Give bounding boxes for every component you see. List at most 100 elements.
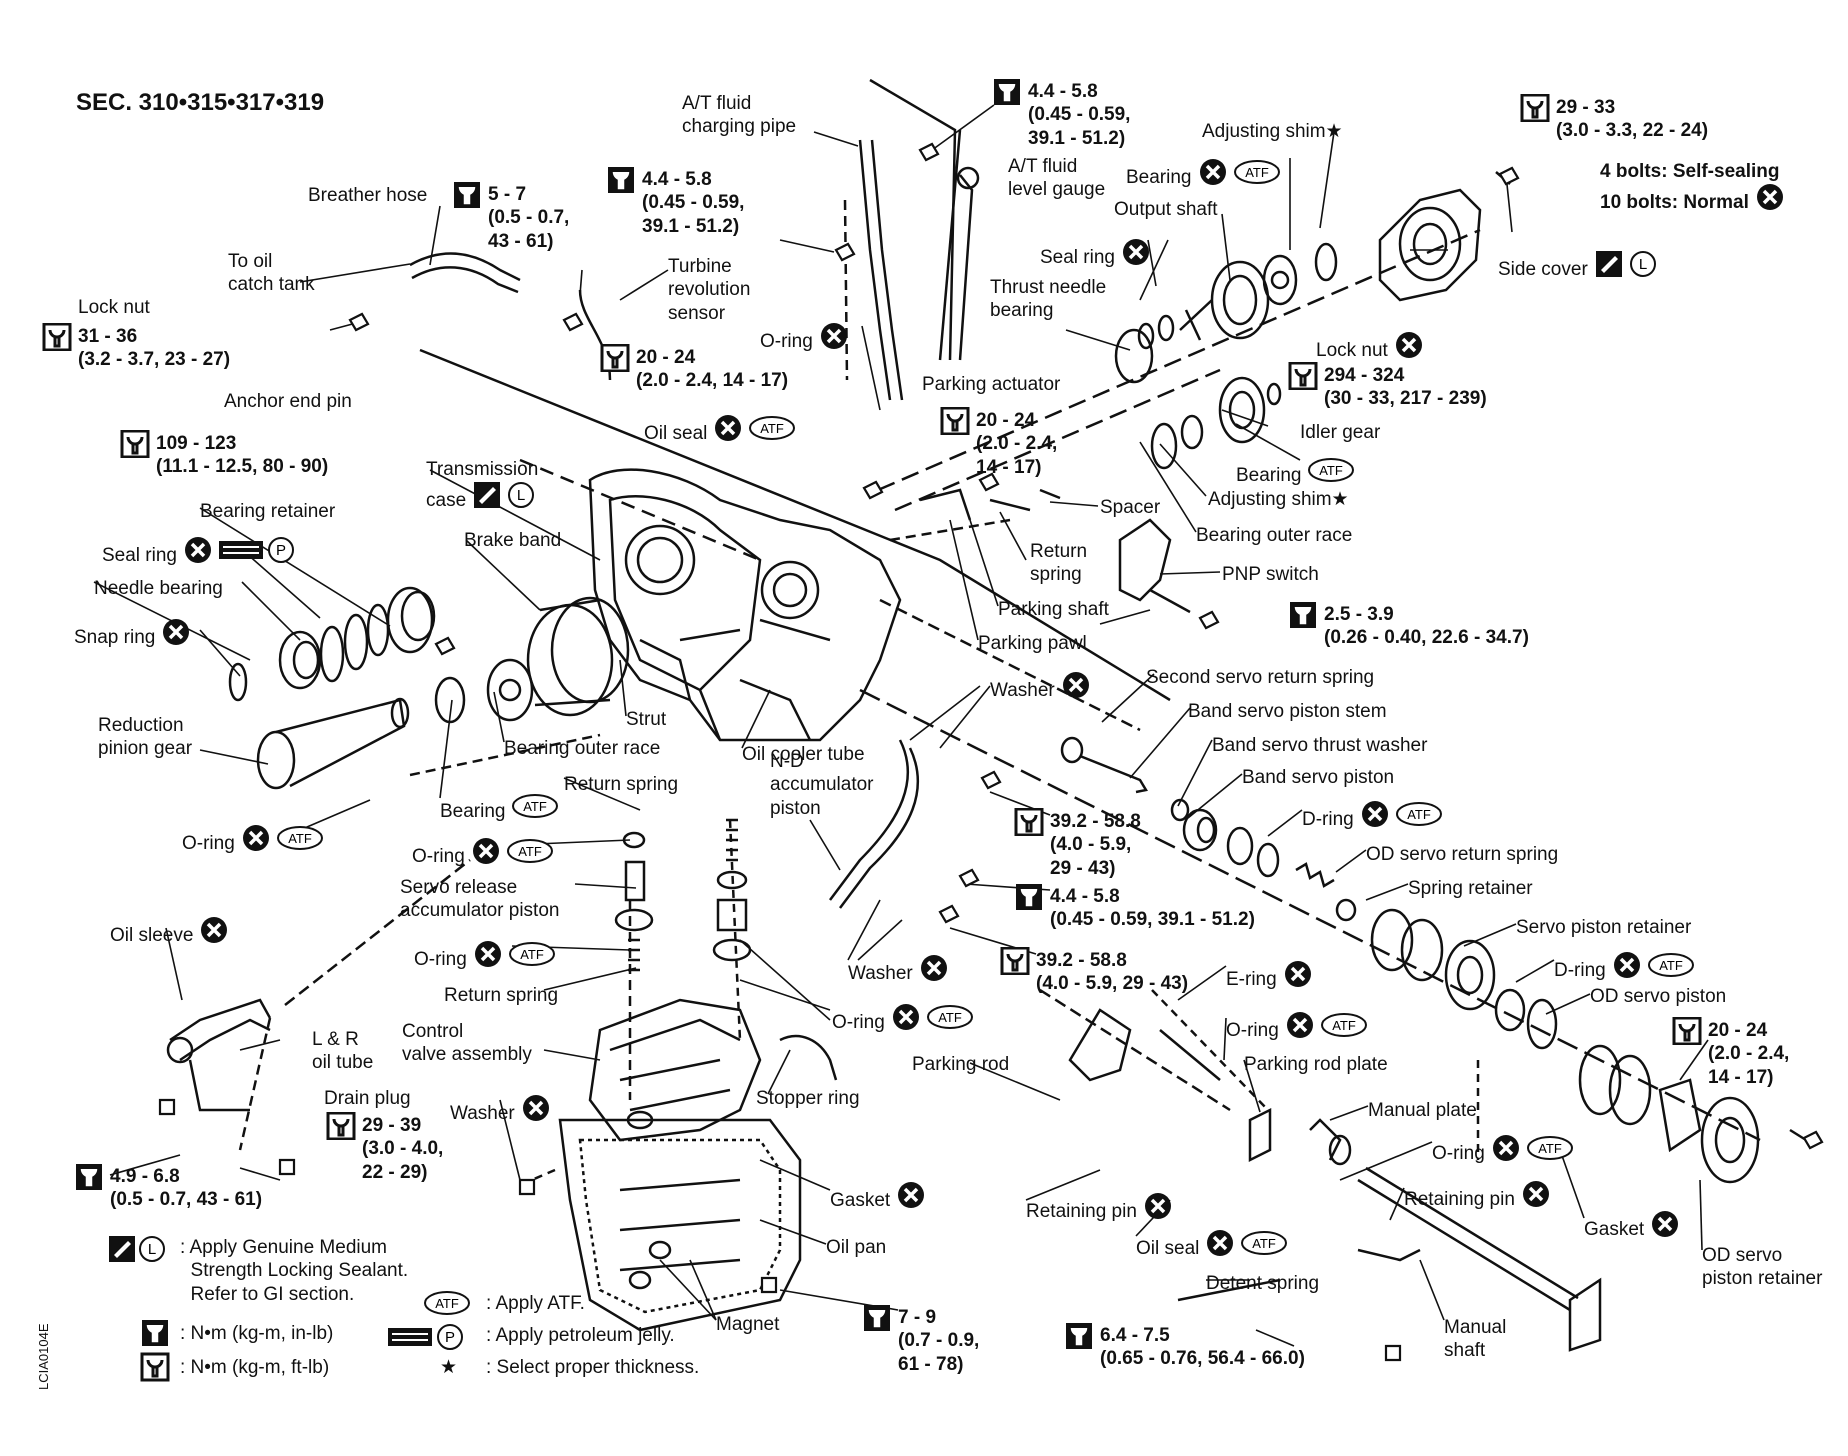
callout-strut: Strut [626, 708, 666, 731]
callout-t9: 109 - 123 (11.1 - 12.5, 80 - 90) [120, 430, 329, 479]
callout-text: 7 - 9 (0.7 - 0.9, 61 - 78) [898, 1307, 980, 1375]
callout-text: O-ring [414, 949, 467, 970]
figure-code: LCIA0104E [36, 1323, 51, 1391]
callout-text: Parking rod [912, 1054, 1010, 1075]
callout-text: Thrust needle bearing [990, 277, 1107, 322]
callout-pnp: PNP switch [1222, 563, 1319, 586]
torque-nm-kgm-ftlb-icon [42, 323, 72, 351]
callout-text: Strut [626, 709, 667, 730]
callout-text: Bearing [440, 801, 506, 822]
callout-text: 20 - 24 (2.0 - 2.4, 14 - 17) [1708, 1020, 1790, 1088]
callout-washer1: Washer [990, 671, 1091, 702]
callout-oring3: O-ring ATF [412, 837, 555, 868]
callout-text: Lock nut [1316, 340, 1388, 361]
callout-gasket1: Gasket [830, 1181, 926, 1212]
callout-af_pipe: A/T fluid charging pipe [682, 92, 796, 139]
torque-nm-kgm-ftlb-icon [326, 1112, 356, 1140]
atf-icon: ATF [1320, 1013, 1367, 1037]
svg-text:ATF: ATF [1659, 958, 1683, 973]
callout-text: 39.2 - 58.8 (4.0 - 5.9, 29 - 43) [1036, 950, 1189, 995]
callout-text: D-ring [1554, 960, 1606, 981]
torque-nm-kgm-inlb-icon [452, 181, 482, 209]
callout-parking_rod: Parking rod [912, 1053, 1009, 1076]
callout-band_stem: Band servo piston stem [1188, 700, 1387, 723]
callout-text: Seal ring [1040, 247, 1115, 268]
replace-x-icon [1359, 800, 1390, 828]
atf-icon: ATF [506, 839, 553, 863]
callout-needle_bearing: Needle bearing [94, 577, 223, 600]
replace-x-icon [1285, 1011, 1315, 1039]
callout-text: Oil pan [826, 1237, 887, 1258]
replace-x-icon [1611, 951, 1642, 979]
callout-text: O-ring [412, 846, 465, 867]
callout-bearing_outer1: Bearing outer race [1196, 524, 1352, 547]
callout-oil_cooler: Oil cooler tube [742, 743, 865, 766]
callout-text: Lock nut [78, 297, 150, 318]
callout-t14: 20 - 24 (2.0 - 2.4, 14 - 17) [1672, 1017, 1790, 1089]
torque-nm-kgm-ftlb-icon [120, 430, 150, 458]
callout-text: Seal ring [102, 545, 177, 566]
svg-text:ATF: ATF [520, 947, 544, 962]
replace-x-icon [896, 1181, 926, 1209]
callout-lock_nut1: Lock nut [78, 296, 150, 319]
replace-x-icon [199, 916, 230, 944]
callout-return_spring1: Return spring [1030, 540, 1087, 587]
torque-nm-kgm-inlb-icon [140, 1318, 170, 1348]
svg-text:ATF: ATF [1245, 165, 1269, 180]
callout-text: 4 bolts: Self-sealing 10 bolts: Normal [1600, 161, 1780, 214]
atf-icon: ATF [1647, 953, 1694, 977]
callout-reduction: Reduction pinion gear [98, 714, 192, 761]
callout-text: O-ring [760, 331, 813, 352]
callout-text: Magnet [716, 1314, 780, 1335]
callout-self_seal: 4 bolts: Self-sealing 10 bolts: Normal [1600, 160, 1785, 215]
callout-text: Control valve assembly [402, 1021, 532, 1066]
callout-text: Detent spring [1206, 1273, 1320, 1294]
svg-text:L: L [517, 487, 525, 504]
replace-x-icon [473, 940, 503, 968]
callout-text: Needle bearing [94, 578, 223, 599]
callout-snap_ring: Snap ring [74, 618, 192, 649]
atf-icon: ATF [926, 1005, 973, 1029]
callout-washer3: Washer [450, 1094, 551, 1125]
callout-magnet: Magnet [716, 1313, 779, 1336]
atf-icon: ATF [276, 826, 323, 850]
callout-text: Band servo thrust washer [1212, 735, 1428, 756]
petroleum-jelly-icon: P [387, 1324, 463, 1350]
replace-x-icon [1755, 183, 1785, 212]
callout-text: Transmission case [426, 459, 539, 512]
callout-text: OD servo return spring [1366, 844, 1559, 865]
callout-t8: 20 - 24 (2.0 - 2.4, 14 - 17) [940, 407, 1057, 479]
atf-icon: ATF [1241, 1231, 1288, 1255]
callout-text: OD servo piston [1590, 986, 1727, 1007]
atf-icon: ATF [1526, 1136, 1573, 1160]
callout-lock_nut2: Lock nut [1316, 331, 1424, 362]
callout-text: Washer [450, 1103, 515, 1124]
callout-text: O-ring [1432, 1143, 1485, 1164]
callout-text: N-D accumulator piston [770, 751, 874, 819]
callout-t12: 4.4 - 5.8 (0.45 - 0.59, 39.1 - 51.2) [1014, 883, 1255, 932]
torque-nm-kgm-inlb-icon [1288, 601, 1318, 629]
callout-t3: 5 - 7 (0.5 - 0.7, 43 - 61) [452, 181, 569, 253]
callout-od_servo_ret: OD servo piston retainer [1702, 1244, 1822, 1291]
callout-oil_sleeve: Oil sleeve [110, 916, 230, 947]
callout-text: Servo piston retainer [1516, 917, 1692, 938]
callout-text: 294 - 324 (30 - 33, 217 - 239) [1324, 365, 1487, 410]
callout-oring4: O-ring ATF [414, 940, 557, 971]
callout-text: 4.9 - 6.8 (0.5 - 0.7, 43 - 61) [110, 1166, 263, 1211]
torque-nm-kgm-inlb-icon [862, 1304, 892, 1332]
callout-text: 39.2 - 58.8 (4.0 - 5.9, 29 - 43) [1050, 811, 1141, 879]
callout-spacer: Spacer [1100, 496, 1160, 519]
torque-nm-kgm-inlb-icon [606, 166, 636, 194]
callout-text: Output shaft [1114, 199, 1218, 220]
callout-spring_ret: Spring retainer [1408, 877, 1533, 900]
replace-x-icon [819, 322, 849, 350]
atf-icon: ATF [424, 1291, 470, 1315]
callout-text: 109 - 123 (11.1 - 12.5, 80 - 90) [156, 433, 329, 478]
callout-adj_shim1: Adjusting shim★ [1202, 120, 1343, 143]
